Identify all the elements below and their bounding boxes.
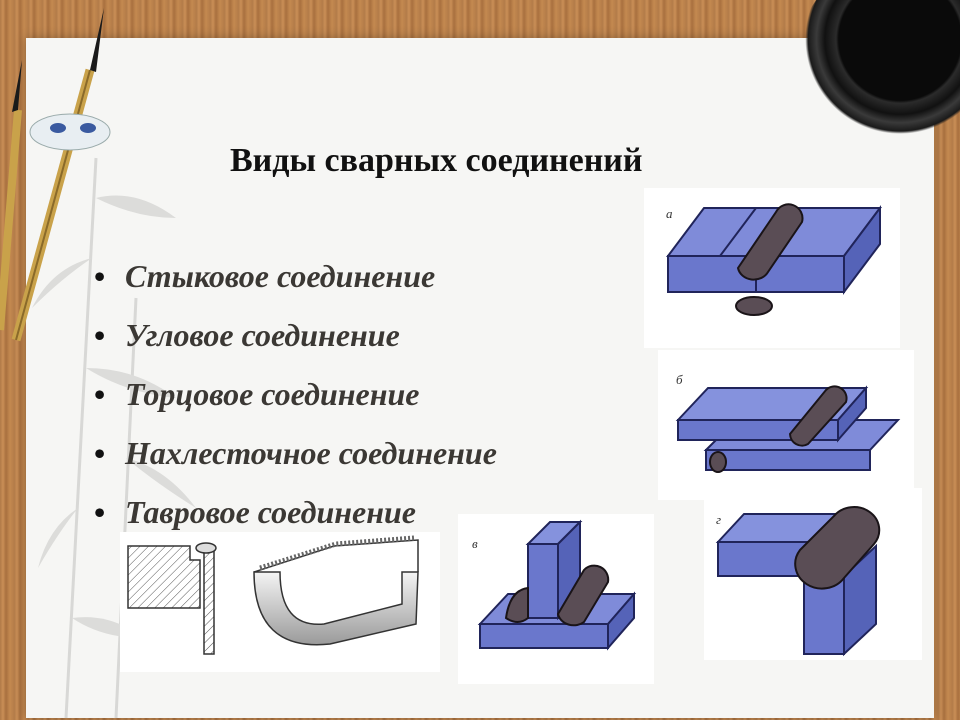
- joint-type-list: • Стыковое соединение • Угловое соединение…: [94, 254, 497, 549]
- list-item: • Нахлесточное соединение: [94, 431, 497, 490]
- corner-joint-figure: г: [704, 488, 922, 660]
- list-item-text: Нахлесточное соединение: [125, 435, 497, 471]
- lap-joint-figure: б: [658, 350, 914, 500]
- bullet-dot: •: [94, 258, 106, 294]
- list-item-text: Тавровое соединение: [125, 494, 416, 530]
- slide: Виды сварных соединений • Стыковое соедин…: [26, 38, 934, 718]
- figure-label-v: в: [472, 536, 478, 551]
- list-item: • Торцовое соединение: [94, 372, 497, 431]
- brushes-decoration: [0, 8, 111, 342]
- butt-joint-figure: а: [644, 188, 900, 348]
- bullet-dot: •: [94, 376, 106, 412]
- bullet-dot: •: [94, 435, 106, 471]
- tee-joint-figure: в: [458, 514, 654, 684]
- flange-joint-figure: [120, 532, 440, 672]
- figure-label-g: г: [716, 512, 721, 527]
- list-item: • Тавровое соединение: [94, 490, 497, 549]
- list-item-text: Торцовое соединение: [125, 376, 420, 412]
- slide-title: Виды сварных соединений: [230, 142, 643, 179]
- bullet-dot: •: [94, 317, 106, 353]
- list-item-text: Стыковое соединение: [125, 258, 436, 294]
- bullet-dot: •: [94, 494, 106, 530]
- list-item-text: Угловое соединение: [125, 317, 400, 353]
- list-item: • Стыковое соединение: [94, 254, 497, 313]
- figure-label-b: б: [676, 372, 683, 387]
- list-item: • Угловое соединение: [94, 313, 497, 372]
- figure-label-a: а: [666, 206, 673, 221]
